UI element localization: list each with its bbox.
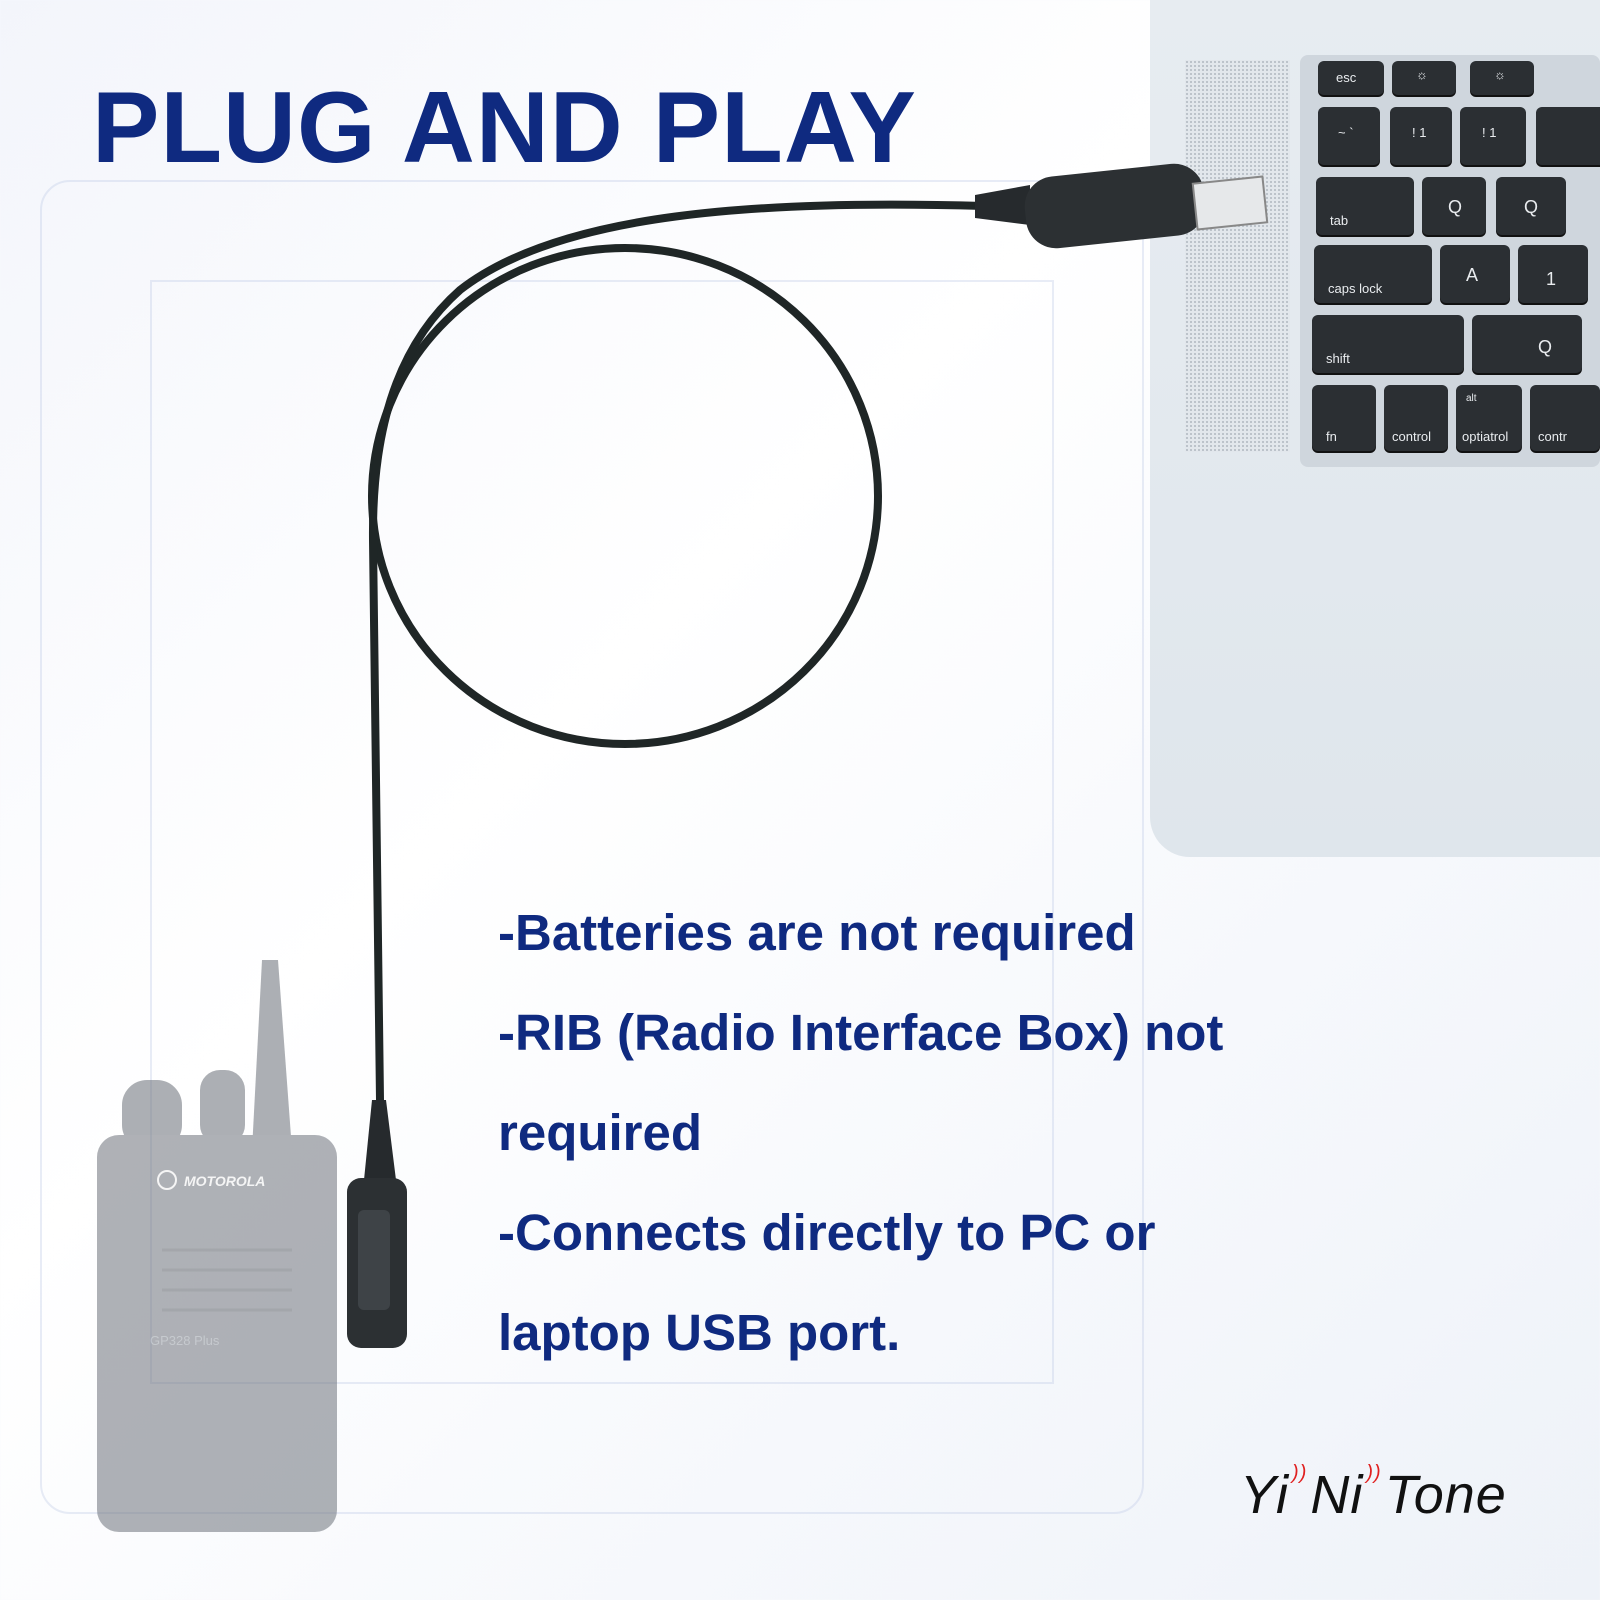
key: ! 1 <box>1390 107 1452 165</box>
key: 1 <box>1518 245 1588 303</box>
key: tab <box>1316 177 1414 235</box>
feature-item: -Connects directly to PC or <box>498 1204 1156 1261</box>
key: esc <box>1318 61 1384 95</box>
wifi-signal-icon: )) <box>1292 1462 1308 1484</box>
feature-item: -RIB (Radio Interface Box) not <box>498 1004 1224 1061</box>
radio-brand: MOTOROLA <box>184 1173 265 1189</box>
background-decoration <box>40 180 1144 1514</box>
motorola-radio-image: MOTOROLA GP328 Plus <box>92 960 347 1532</box>
key: control <box>1384 385 1448 451</box>
key: ☼ <box>1470 61 1534 95</box>
key: Q <box>1496 177 1566 235</box>
key <box>1536 107 1600 165</box>
key: ~ ` <box>1318 107 1380 165</box>
usb-plug <box>975 163 1269 249</box>
cable-loop <box>368 244 882 748</box>
feature-item: -Batteries are not required <box>498 904 1136 961</box>
key: ! 1 <box>1460 107 1526 165</box>
background-decoration <box>150 280 1054 1384</box>
key: shift <box>1312 315 1464 373</box>
speaker-grille <box>1185 60 1290 452</box>
key: ☼ <box>1392 61 1456 95</box>
key: Q <box>1422 177 1486 235</box>
cable-line <box>368 200 986 1101</box>
feature-item: required <box>498 1104 703 1161</box>
keyboard-image: esc ☼ ☼ ~ ` ! 1 ! 1 tab Q Q caps lock A … <box>1300 55 1600 467</box>
key: fn <box>1312 385 1376 451</box>
key: Q <box>1472 315 1582 373</box>
radio-model: GP328 Plus <box>150 1333 220 1348</box>
radio-connector <box>347 1100 407 1348</box>
key: A <box>1440 245 1510 303</box>
key: caps lock <box>1314 245 1432 303</box>
key: contr <box>1530 385 1600 451</box>
feature-item: laptop USB port. <box>498 1304 901 1361</box>
feature-list: -Batteries are not required -RIB (Radio … <box>498 883 1223 1383</box>
wifi-signal-icon: )) <box>1366 1462 1382 1484</box>
page-title: PLUG AND PLAY <box>92 72 917 184</box>
brand-logo: Yi))Ni))Tone <box>1240 1462 1507 1525</box>
